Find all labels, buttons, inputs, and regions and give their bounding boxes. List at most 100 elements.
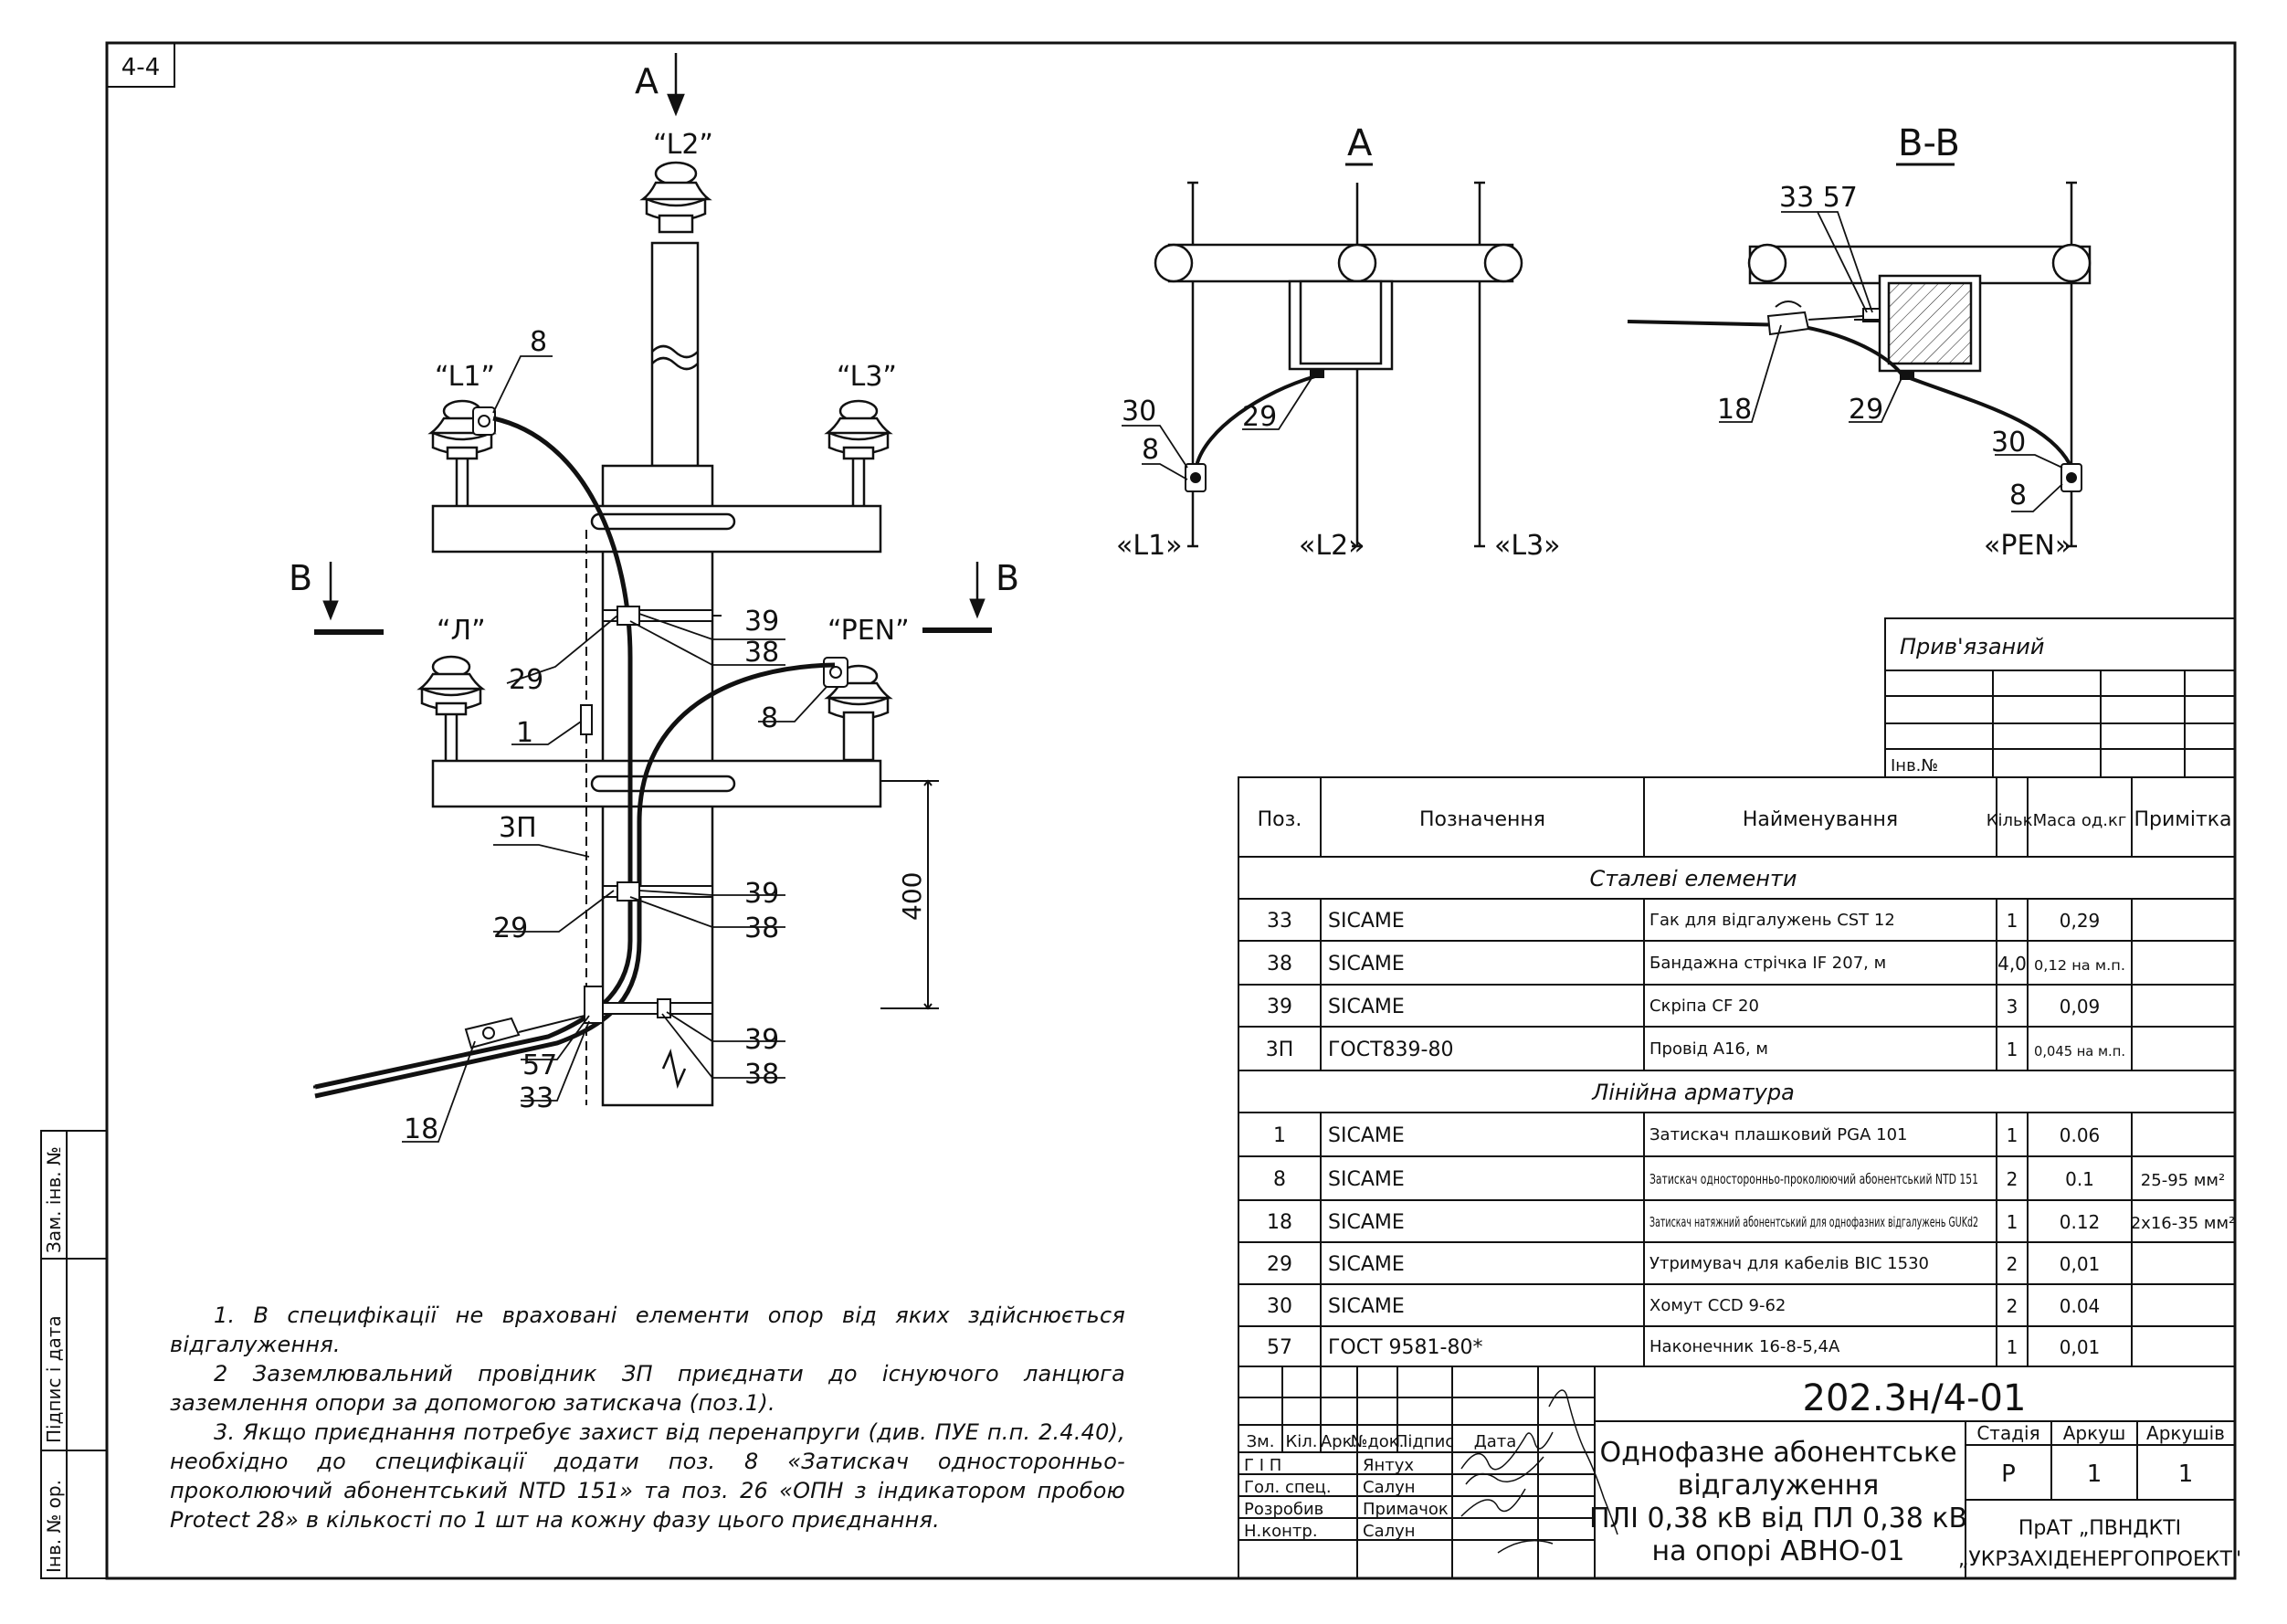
rev-header: Дата	[1474, 1432, 1517, 1451]
view-a-leaders	[1122, 377, 1312, 480]
rev-header: №док.	[1351, 1432, 1405, 1451]
piercing-clamp-l1	[472, 406, 496, 436]
phase-label-l: “Л”	[437, 615, 486, 647]
spec-cell-name: Бандажна стрічка IF 207, м	[1649, 954, 1886, 973]
view-a-phase-l2: «L2»	[1299, 530, 1365, 562]
spec-cell-designation: ГОСТ 9581-80*	[1328, 1336, 1482, 1359]
view-a-phase-l1: «L1»	[1116, 530, 1183, 562]
spec-cell-qty: 1	[2007, 1124, 2018, 1146]
label-3p: 3П	[499, 812, 537, 844]
rev-header: Кіл.	[1285, 1432, 1317, 1451]
spec-cell-name: Затискач плашковий PGA 101	[1649, 1125, 1908, 1144]
view-bb-tension-clamp	[1766, 301, 1864, 336]
role-name: Янтух	[1363, 1456, 1414, 1475]
spec-section-steel: Сталеві елементи	[1589, 866, 1797, 891]
spec-header-note: Примітка	[2134, 808, 2231, 831]
spec-cell-pos: 3П	[1266, 1039, 1294, 1061]
spec-header-mass: Маса од.кг	[2033, 811, 2127, 830]
spec-cell-qty: 1	[2007, 1039, 2018, 1060]
role-name: Салун	[1363, 1478, 1416, 1497]
spec-cell-mass: 0,29	[2060, 910, 2101, 932]
spec-header-name: Найменування	[1743, 808, 1898, 831]
phase-label-l1: “L1”	[435, 361, 495, 393]
note-2: 2 Заземлювальний провідник ЗП приєднати …	[170, 1361, 1125, 1416]
phase-label-pen: “PEN”	[827, 615, 910, 647]
spec-cell-pos: 33	[1267, 910, 1292, 933]
section-arrow-b-left	[314, 562, 384, 635]
view-arrow-a	[667, 53, 685, 117]
spec-cell-note: 2х16-35 мм²	[2131, 1214, 2236, 1233]
view-a-cable	[1195, 374, 1316, 467]
label-33: 33	[519, 1082, 553, 1114]
rev-header: Арк.	[1321, 1432, 1357, 1451]
label-38-b: 38	[744, 912, 779, 944]
label-29-a: 29	[509, 664, 543, 696]
role-label: Г І П	[1244, 1456, 1281, 1475]
title-org-line-2: „УКРЗАХІДЕНЕРГОПРОЕКТ"	[1958, 1548, 2241, 1571]
note-3: 3. Якщо приєднання потребує захист від п…	[170, 1419, 1125, 1533]
spec-header-pos: Поз.	[1258, 808, 1302, 831]
spec-cell-mass: 0.1	[2065, 1168, 2094, 1190]
view-bb-crossarm	[1747, 181, 2092, 548]
rev-header: Зм.	[1247, 1432, 1275, 1451]
spec-cell-qty: 3	[2007, 996, 2018, 1018]
spec-section-line: Лінійна арматура	[1591, 1080, 1795, 1105]
spec-cell-mass: 0,12 на м.п.	[2034, 957, 2125, 974]
spec-cell-designation: SICAME	[1328, 1124, 1405, 1147]
insulator-l3	[824, 399, 893, 460]
view-a-label-29: 29	[1242, 401, 1277, 433]
role-label: Н.контр.	[1244, 1522, 1318, 1541]
spec-cell-pos: 38	[1267, 953, 1292, 975]
view-bb-label-30: 30	[1991, 427, 2026, 459]
view-bb-title: B-B	[1898, 122, 1960, 164]
linked-block-inv: Інв.№	[1891, 756, 1938, 775]
title-line-3: ПЛІ 0,38 кВ від ПЛ 0,38 кВ	[1589, 1503, 1967, 1534]
tension-clamp	[464, 1015, 585, 1049]
view-a-holder	[1310, 369, 1324, 378]
spec-cell-mass: 0,09	[2060, 996, 2101, 1018]
title-sheet-value: 1	[2087, 1461, 2103, 1488]
view-bb-cable	[1904, 374, 2071, 465]
note-1: 1. В специфікації не враховані елементи …	[170, 1302, 1125, 1357]
spec-steel-rows: 33 SICAME Гак для відгалужень CST 12 1 0,29 3…	[1266, 910, 2125, 1061]
insulator-l2	[639, 161, 712, 234]
spec-cell-qty: 1	[2007, 1336, 2018, 1358]
spec-cell-qty: 2	[2007, 1168, 2018, 1190]
spec-cell-pos: 57	[1267, 1336, 1292, 1359]
piercing-clamp-pen	[823, 657, 848, 688]
title-line-4: на опорі АВНО-01	[1651, 1535, 1904, 1567]
spec-cell-mass: 0.12	[2060, 1211, 2101, 1233]
stamp-inv-orig: Інв. № ор.	[43, 1480, 65, 1573]
view-bb-label-18: 18	[1717, 394, 1752, 426]
label-8-pen: 8	[761, 702, 778, 734]
spec-cell-pos: 39	[1267, 996, 1292, 1018]
title-stage-value: Р	[2001, 1461, 2016, 1488]
rev-header: Підпис	[1396, 1432, 1454, 1451]
spec-cell-qty: 2	[2007, 1295, 2018, 1317]
label-29-b: 29	[493, 912, 528, 944]
spec-cell-qty: 1	[2007, 1211, 2018, 1233]
view-bb-leaders	[1719, 211, 2063, 512]
title-sheets-value: 1	[2178, 1461, 2194, 1488]
view-bb-clamp	[2060, 463, 2082, 492]
spec-cell-name: Утримувач для кабелів BIC 1530	[1649, 1254, 1929, 1273]
role-name: Салун	[1363, 1522, 1416, 1541]
dimension-400	[880, 779, 939, 1010]
sheet-tag: 4-4	[121, 54, 160, 81]
spec-cell-name: Скріпа CF 20	[1649, 997, 1759, 1016]
view-marker-a: A	[635, 61, 659, 101]
spec-cell-name: Гак для відгалужень CST 12	[1649, 911, 1895, 930]
view-bb-label-8: 8	[2009, 480, 2027, 511]
spec-cell-qty: 1	[2007, 910, 2018, 932]
spec-cell-pos: 18	[1267, 1211, 1292, 1234]
spec-cell-designation: SICAME	[1328, 910, 1405, 933]
spec-cell-name: Затискач односторонньо-проколюючий абоне…	[1649, 1171, 1978, 1187]
phase-label-l2: “L2”	[653, 129, 713, 161]
view-a-clamp	[1185, 463, 1207, 492]
view-a-crossarm	[1154, 181, 1523, 548]
spec-cell-name: Затискач натяжний абонентський для одноф…	[1649, 1214, 1978, 1230]
view-a-label-8: 8	[1142, 434, 1159, 466]
